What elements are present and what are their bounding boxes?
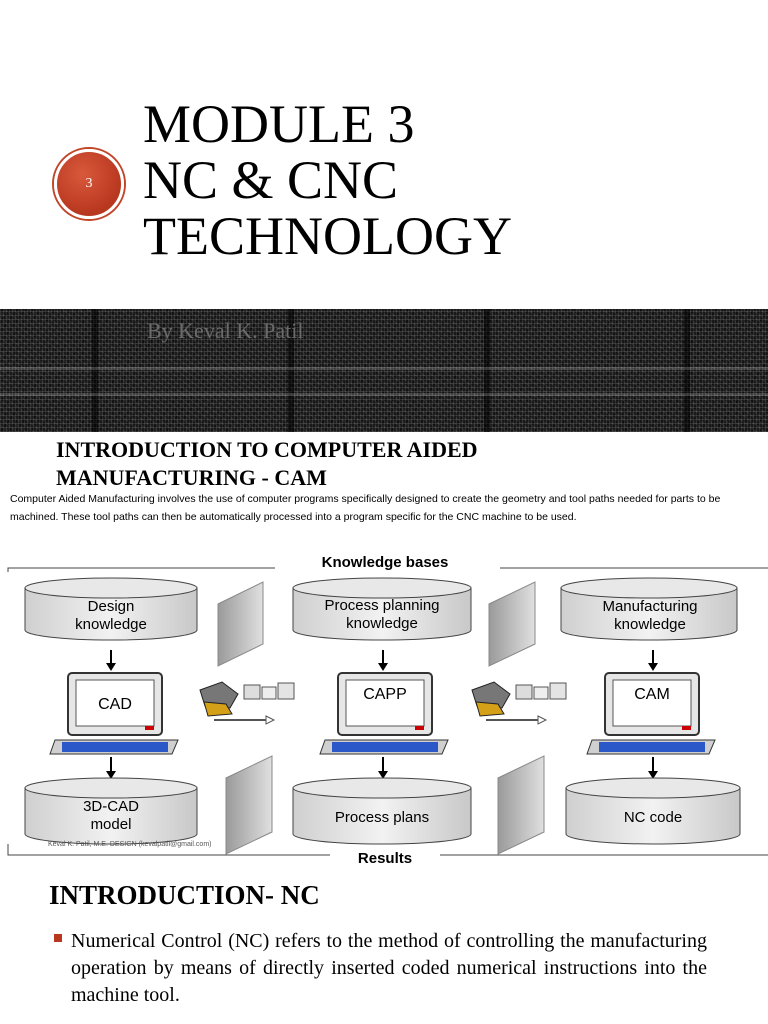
arrow-down-icon (378, 663, 388, 671)
results-label: Results (358, 850, 412, 867)
title-line-module: MODULE 3 (143, 94, 415, 154)
separator-panel (497, 755, 545, 855)
svg-text:model: model (91, 816, 132, 833)
nc-intro-slide: INTRODUCTION- NC Numerical Control (NC) … (0, 872, 768, 1024)
svg-text:CAPP: CAPP (363, 686, 407, 703)
parts-transfer-icon (471, 681, 567, 725)
svg-text:3D-CAD: 3D-CAD (83, 798, 139, 815)
separator-panel (225, 755, 273, 855)
svg-text:NC code: NC code (624, 809, 682, 826)
svg-text:knowledge: knowledge (75, 616, 147, 633)
slide-number: 3 (85, 176, 93, 191)
parts-transfer-icon (199, 681, 295, 725)
separator-panel (217, 581, 264, 667)
capp-computer: CAPP (319, 672, 449, 755)
cam-flow-diagram: Knowledge bases Results Design knowledge… (7, 554, 768, 867)
cad-computer: CAD (49, 672, 179, 755)
author-watermark: Keval K. Patil, M.E. DESIGN (kevalpatil@… (48, 841, 212, 848)
design-knowledge-db: Design knowledge (24, 577, 198, 641)
knowledge-bases-label: Knowledge bases (322, 554, 449, 571)
arrow-down-icon (106, 663, 116, 671)
svg-text:Manufacturing: Manufacturing (602, 598, 697, 615)
bullet-marker-icon (54, 934, 62, 942)
slide-title: MODULE 3 NC & CNC TECHNOLOGY (143, 96, 512, 264)
cam-title-line-1: INTRODUCTION TO COMPUTER AIDED (56, 437, 478, 462)
cam-description: Computer Aided Manufacturing involves th… (10, 493, 721, 523)
title-slide: MODULE 3 NC & CNC TECHNOLOGY 3 By Keval … (0, 0, 768, 432)
title-line-nc-cnc: NC & CNC (143, 150, 399, 210)
manufacturing-knowledge-db: Manufacturing knowledge (560, 577, 738, 641)
svg-text:Design: Design (88, 598, 135, 615)
svg-text:Process planning: Process planning (324, 597, 439, 614)
title-line-technology: TECHNOLOGY (143, 206, 512, 266)
separator-panel (488, 581, 536, 667)
svg-text:knowledge: knowledge (346, 615, 418, 632)
process-plans-db: Process plans (292, 777, 472, 845)
svg-text:CAM: CAM (634, 686, 670, 703)
svg-text:Process plans: Process plans (335, 809, 429, 826)
author-name: By Keval K. Patil (147, 318, 304, 343)
cam-computer: CAM (586, 672, 716, 755)
svg-text:knowledge: knowledge (614, 616, 686, 633)
slide-number-badge: 3 (54, 149, 124, 219)
svg-text:CAD: CAD (98, 696, 132, 713)
textured-band (0, 309, 768, 432)
process-planning-knowledge-db: Process planning knowledge (292, 577, 472, 641)
cam-title-line-2: MANUFACTURING - CAM (56, 465, 327, 490)
arrow-down-icon (648, 663, 658, 671)
arrow-down-icon (106, 771, 116, 779)
arrow-down-icon (648, 771, 658, 779)
cam-section-title: INTRODUCTION TO COMPUTER AIDED MANUFACTU… (56, 436, 478, 492)
arrow-down-icon (378, 771, 388, 779)
nc-definition-text: Numerical Control (NC) refers to the met… (71, 930, 707, 1006)
cad-model-db: 3D-CAD model (24, 777, 198, 845)
nc-section-title: INTRODUCTION- NC (49, 880, 320, 910)
nc-code-db: NC code (565, 777, 741, 845)
cam-intro-slide: INTRODUCTION TO COMPUTER AIDED MANUFACTU… (0, 432, 768, 872)
